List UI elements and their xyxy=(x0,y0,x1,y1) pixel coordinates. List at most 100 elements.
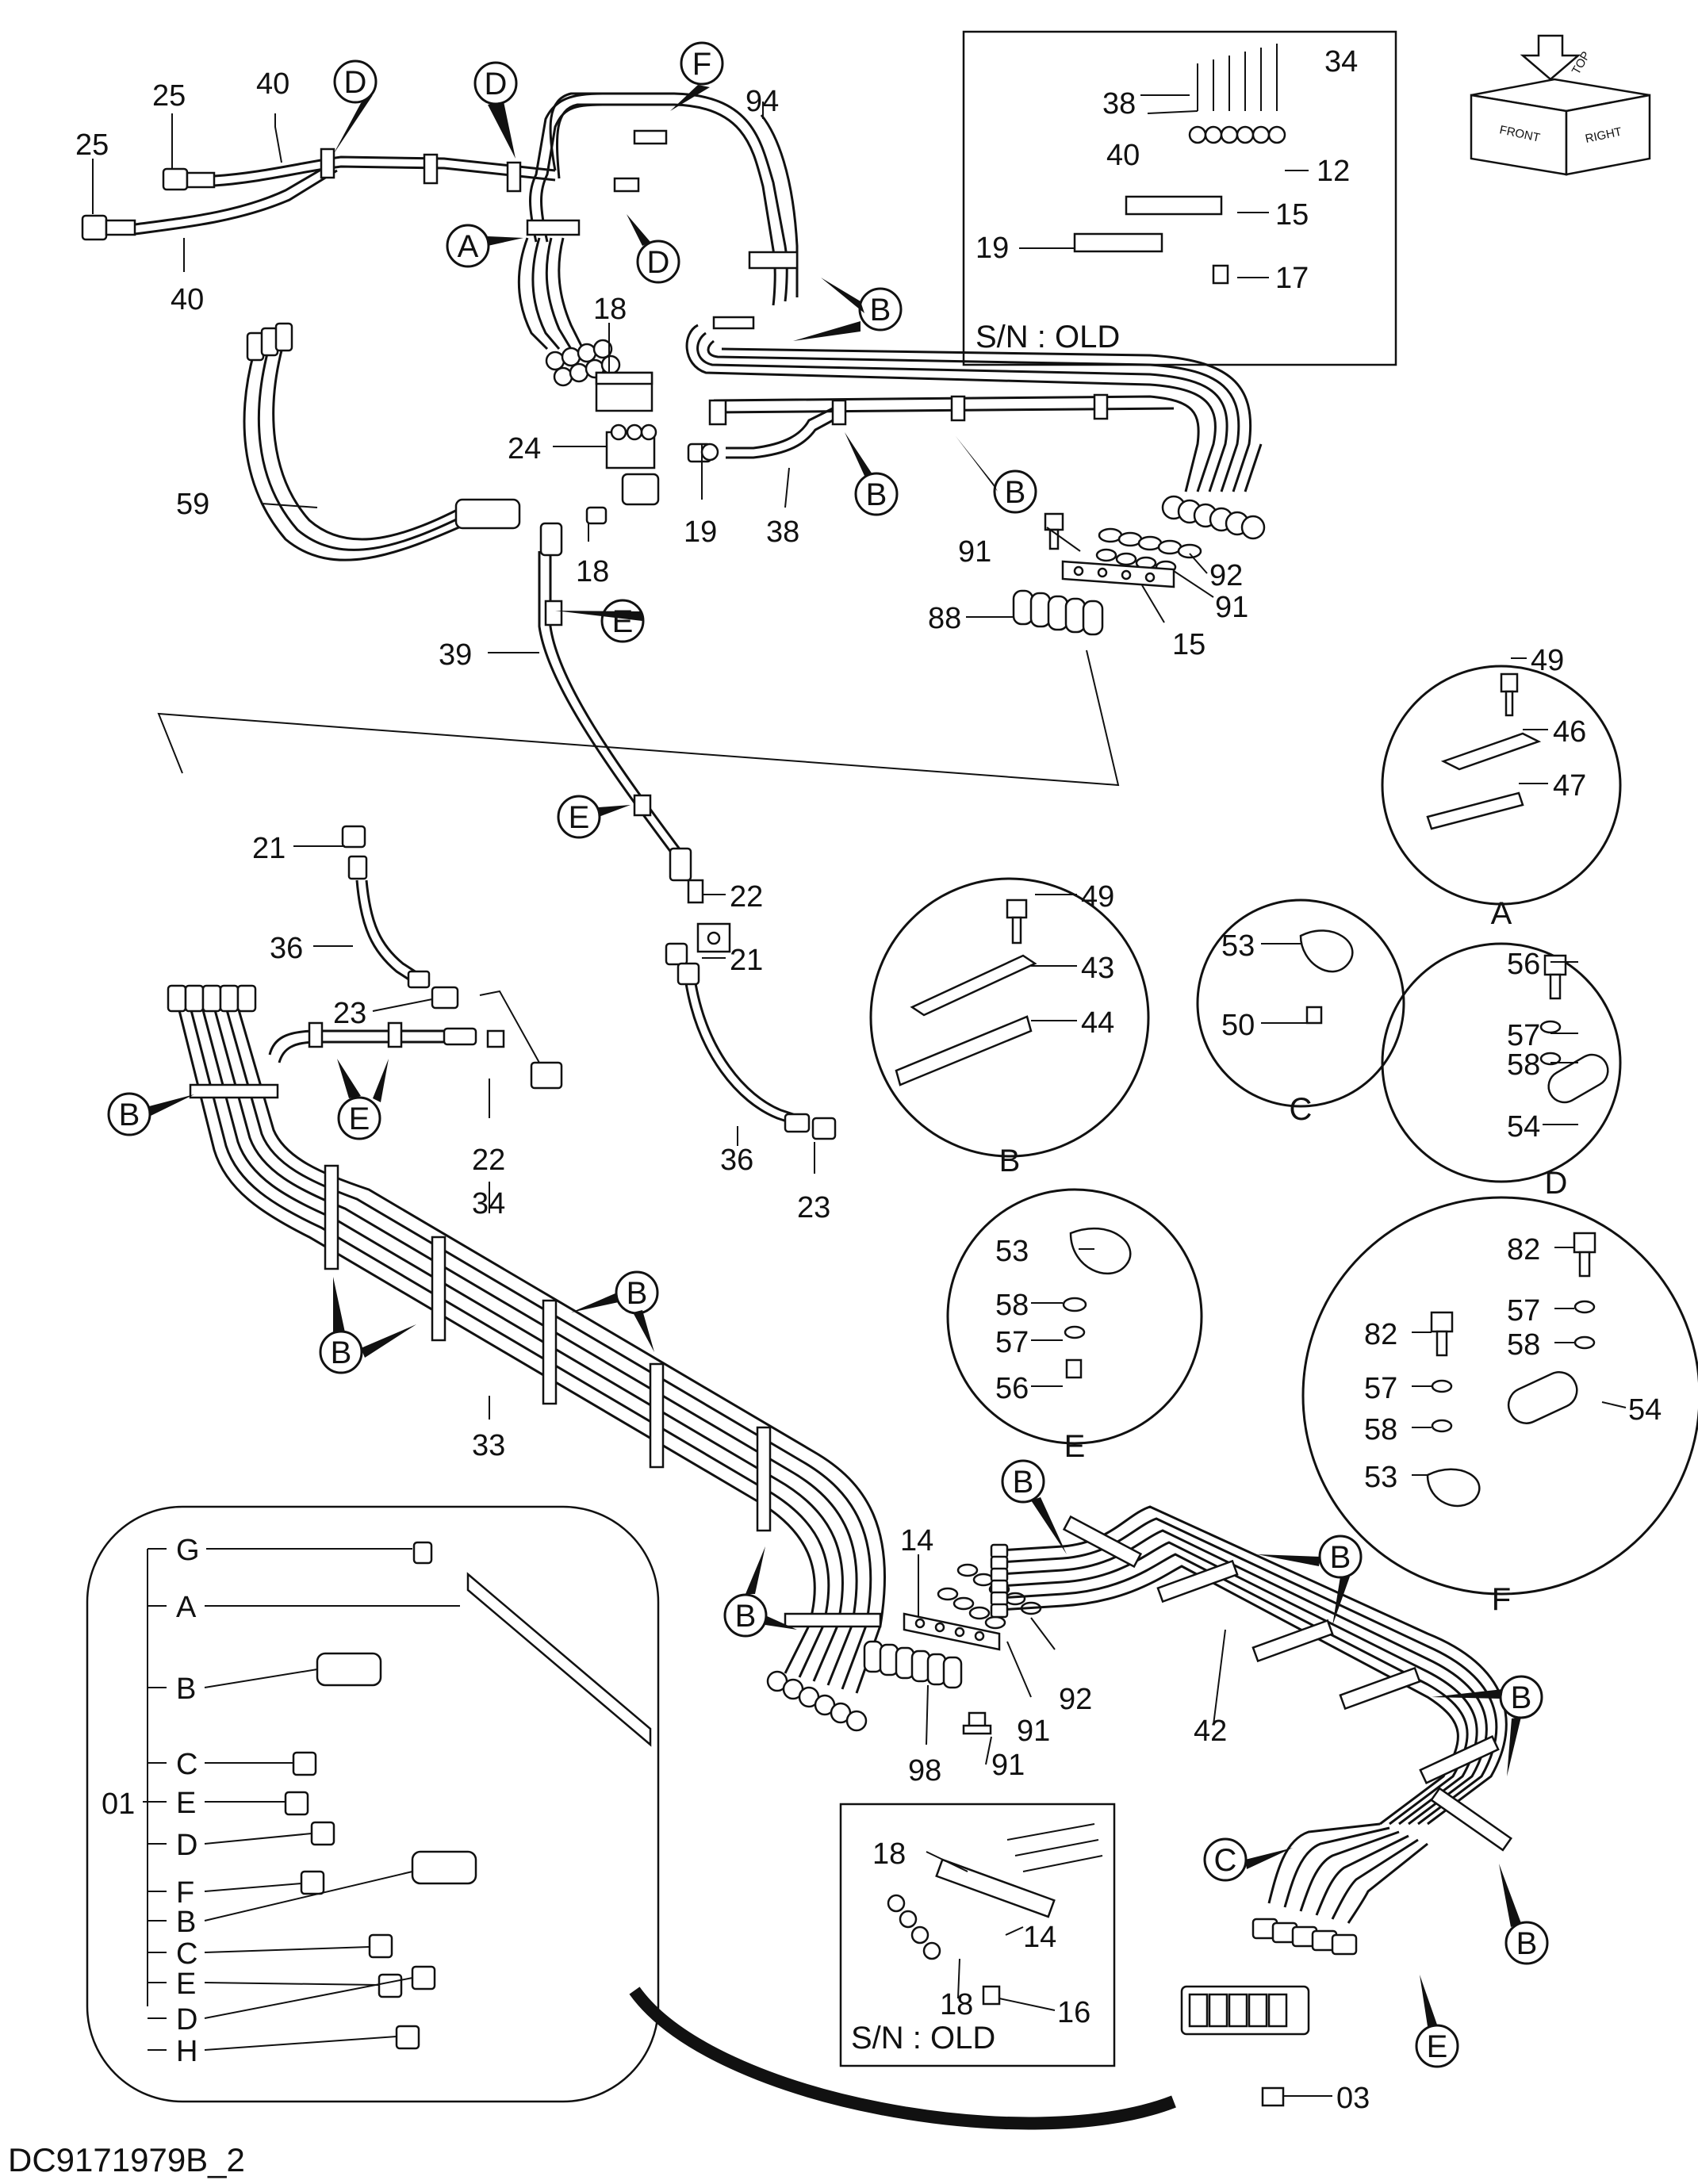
hose-ends-bottom-33 xyxy=(766,1670,868,1732)
label-44: 44 xyxy=(1081,1006,1114,1040)
elbow-23-a xyxy=(431,986,459,1010)
kit-letter-b1: B xyxy=(176,1672,196,1706)
orientation-top-label: TOP xyxy=(1570,49,1593,77)
label-25-b: 25 xyxy=(152,79,186,113)
callout-b-1: B xyxy=(870,293,891,328)
detail-b-parts xyxy=(895,899,1037,1086)
callout-e-4: E xyxy=(1427,2029,1448,2064)
detail-b-circle xyxy=(869,877,1150,1158)
kit-letter-e2: E xyxy=(176,1968,196,2001)
detail-c-parts xyxy=(1299,929,1354,1025)
label-15-a: 15 xyxy=(1172,628,1205,661)
elbow-21 xyxy=(665,942,688,966)
seals-92 xyxy=(1098,527,1202,559)
label-40-b: 40 xyxy=(171,283,204,316)
hose-36-left xyxy=(341,825,431,989)
label-58-e: 58 xyxy=(995,1289,1029,1322)
label-14-inset: 14 xyxy=(1023,1921,1056,1954)
hose-38 xyxy=(726,403,845,459)
callout-d-3: D xyxy=(647,245,670,280)
label-22-a: 22 xyxy=(730,880,763,914)
inset-box-top xyxy=(962,30,1397,366)
kit-01-callout-arrow xyxy=(629,1987,1176,2130)
label-46: 46 xyxy=(1553,715,1586,749)
detail-a-parts xyxy=(1426,672,1542,830)
label-57-f1: 57 xyxy=(1507,1294,1540,1328)
callout-e-1: E xyxy=(612,604,634,639)
label-42: 42 xyxy=(1194,1715,1227,1748)
label-92-b: 92 xyxy=(1059,1683,1092,1716)
figure-code: DC9171979B_2 xyxy=(8,2141,245,2178)
seals-91-mid xyxy=(937,1587,1006,1630)
callout-b-10: B xyxy=(1511,1680,1532,1715)
hose-bundle-94 xyxy=(529,92,799,306)
callout-b-8: B xyxy=(1013,1465,1034,1500)
clamps-b-bundle xyxy=(189,1083,882,1628)
label-12: 12 xyxy=(1317,155,1350,188)
label-23-a: 23 xyxy=(333,997,366,1030)
elbow-23-b xyxy=(811,1117,837,1140)
label-88: 88 xyxy=(928,602,961,635)
kit-letter-h: H xyxy=(176,2035,197,2068)
inset-top-parts xyxy=(1073,44,1286,285)
bolt-90-mid xyxy=(962,1711,992,1735)
fitting-cluster-center xyxy=(585,443,719,525)
label-36-b: 36 xyxy=(720,1144,753,1177)
label-50: 50 xyxy=(1221,1009,1255,1042)
label-53-e: 53 xyxy=(995,1235,1029,1268)
clamps-42 xyxy=(1062,1515,1512,1852)
label-14: 14 xyxy=(900,1524,933,1558)
inset-bottom-caption: S/N : OLD xyxy=(851,2021,995,2056)
callout-d-1: D xyxy=(344,65,367,100)
clamp-d-row xyxy=(320,129,668,193)
callout-f-1: F xyxy=(692,47,711,82)
clamps-b-row xyxy=(708,251,1109,426)
detail-captions: A B C D E F xyxy=(999,896,1568,1617)
callout-b-11: B xyxy=(1516,1926,1538,1961)
inset-box-bottom xyxy=(839,1803,1116,2067)
elbow-fitting-25-b xyxy=(81,214,136,241)
callout-b-5: B xyxy=(331,1335,352,1370)
label-94: 94 xyxy=(746,85,779,118)
detail-c-caption: C xyxy=(1290,1092,1313,1127)
kit-letter-a: A xyxy=(176,1591,197,1624)
leader-block xyxy=(479,990,540,1063)
label-43: 43 xyxy=(1081,952,1114,985)
block-21 xyxy=(696,922,731,953)
label-18-inset-b: 18 xyxy=(940,1988,973,2021)
label-36-a: 36 xyxy=(270,932,303,965)
label-49-a: 49 xyxy=(1531,644,1564,677)
detail-a-caption: A xyxy=(1491,896,1512,931)
label-23-b: 23 xyxy=(797,1191,830,1224)
callout-c-1: C xyxy=(1214,1843,1237,1878)
fittings-lower-right xyxy=(1251,1918,1358,1956)
label-39: 39 xyxy=(439,638,472,672)
label-58-d: 58 xyxy=(1507,1048,1540,1082)
kit-letter-b2: B xyxy=(176,1906,196,1939)
label-54-f: 54 xyxy=(1628,1393,1662,1427)
detail-f-circle xyxy=(1301,1196,1698,1596)
label-53-c: 53 xyxy=(1221,929,1255,963)
label-53-f: 53 xyxy=(1364,1461,1397,1494)
detail-f-caption: F xyxy=(1492,1582,1511,1617)
label-19: 19 xyxy=(684,515,717,549)
hose-ends-top-33 xyxy=(167,984,257,1013)
label-91-b: 91 xyxy=(1017,1715,1050,1748)
label-34-inset: 34 xyxy=(1324,45,1358,79)
callout-a-1: A xyxy=(458,229,479,264)
label-01: 01 xyxy=(102,1787,135,1821)
detail-e-parts xyxy=(1062,1228,1132,1379)
callout-b-6: B xyxy=(627,1276,648,1311)
bolt-90 xyxy=(1044,512,1064,550)
label-18-inset-a: 18 xyxy=(872,1837,906,1871)
fitting-22-a xyxy=(687,879,704,904)
block-24 xyxy=(605,423,657,469)
clamp-a xyxy=(526,219,581,236)
detail-e-circle xyxy=(946,1188,1203,1445)
detail-d-parts xyxy=(1539,954,1609,1104)
label-58-f2: 58 xyxy=(1364,1413,1397,1446)
kit-letter-d2: D xyxy=(176,2003,197,2036)
label-19-inset: 19 xyxy=(975,232,1009,265)
label-24: 24 xyxy=(508,432,541,466)
